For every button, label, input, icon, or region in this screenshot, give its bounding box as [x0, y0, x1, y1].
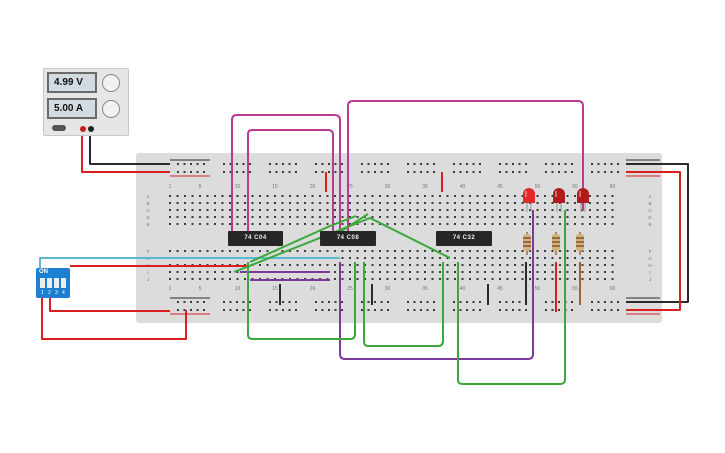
column-number: 40	[460, 286, 466, 292]
power-rails	[170, 159, 660, 315]
row-letter: A	[146, 194, 149, 199]
row-letter: I	[649, 270, 650, 275]
positive-terminal[interactable]	[80, 126, 86, 132]
row-letter: F	[649, 249, 652, 254]
dip-num-4: 4	[62, 290, 65, 296]
dip-switch-1[interactable]	[40, 278, 45, 288]
column-number: 60	[610, 184, 616, 190]
row-letter: E	[648, 222, 651, 227]
column-number: 10	[235, 286, 241, 292]
column-number: 15	[272, 184, 278, 190]
chip-74c04[interactable]: 74 C04	[228, 231, 283, 246]
voltage-display: 4.99 V	[47, 72, 97, 93]
column-numbers: 1155101015152020252530303535404045455050…	[169, 184, 616, 292]
column-number: 25	[347, 286, 353, 292]
column-number: 35	[422, 286, 428, 292]
current-display: 5.00 A	[47, 98, 97, 119]
voltage-knob[interactable]	[102, 74, 120, 92]
row-letter: B	[146, 201, 149, 206]
column-number: 35	[422, 184, 428, 190]
jumpers	[279, 172, 581, 312]
row-letter: J	[649, 277, 651, 282]
row-letter: H	[648, 263, 651, 268]
dip-switch[interactable]: ON 1 2 3 4	[36, 268, 70, 298]
column-number: 20	[310, 286, 316, 292]
power-supply[interactable]: 4.99 V 5.00 A	[43, 68, 129, 136]
negative-terminal[interactable]	[88, 126, 94, 132]
column-number: 20	[310, 184, 316, 190]
column-number: 55	[572, 184, 578, 190]
column-number: 60	[610, 286, 616, 292]
row-letter: C	[648, 208, 652, 213]
dip-num-1: 1	[41, 290, 44, 296]
column-number: 25	[347, 184, 353, 190]
dip-num-2: 2	[48, 290, 51, 296]
column-number: 15	[272, 286, 278, 292]
chip-74c08[interactable]: 74 C08	[320, 231, 376, 246]
column-number: 5	[199, 184, 202, 190]
row-letter: I	[147, 270, 148, 275]
column-number: 1	[169, 184, 172, 190]
row-letter: B	[648, 201, 651, 206]
current-knob[interactable]	[102, 100, 120, 118]
row-letter: C	[146, 208, 150, 213]
dip-switch-4[interactable]	[61, 278, 66, 288]
led-2[interactable]	[553, 188, 565, 212]
column-number: 5	[199, 286, 202, 292]
row-letter: E	[146, 222, 149, 227]
row-letter: J	[147, 277, 149, 282]
dip-num-3: 3	[55, 290, 58, 296]
column-number: 45	[497, 286, 503, 292]
column-number: 45	[497, 184, 503, 190]
leds	[523, 188, 589, 212]
column-number: 50	[535, 286, 541, 292]
column-number: 55	[572, 286, 578, 292]
column-number: 30	[385, 184, 391, 190]
row-letter: F	[147, 249, 150, 254]
row-letter: G	[648, 256, 652, 261]
dip-on-label: ON	[39, 269, 48, 275]
chip-74c32[interactable]: 74 C32	[436, 231, 492, 246]
column-number: 30	[385, 286, 391, 292]
resistors	[523, 232, 584, 255]
column-number: 10	[235, 184, 241, 190]
led-1[interactable]	[523, 188, 535, 212]
wires	[39, 100, 689, 385]
column-number: 1	[169, 286, 172, 292]
led-3[interactable]	[577, 188, 589, 212]
dip-switch-3[interactable]	[54, 278, 59, 288]
row-letter: A	[648, 194, 651, 199]
breadboard-holes	[169, 163, 619, 311]
power-switch[interactable]	[52, 125, 66, 131]
column-number: 50	[535, 184, 541, 190]
dip-switch-2[interactable]	[47, 278, 52, 288]
column-number: 40	[460, 184, 466, 190]
row-letter: D	[648, 215, 652, 220]
row-letter: D	[146, 215, 150, 220]
